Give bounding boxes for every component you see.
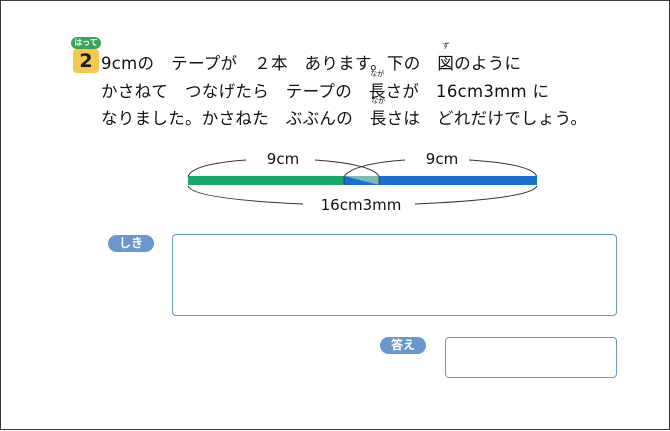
problem-number: 2: [73, 49, 99, 73]
kanji: 長: [368, 82, 386, 101]
furigana: なが: [370, 70, 385, 78]
question-text: 9cmの テープが ２本 あります。下の: [101, 54, 438, 73]
question-line-1: 9cmの テープが ２本 あります。下の ず図のように: [101, 42, 522, 74]
question-text: さは どれだけでしょう。: [386, 109, 588, 128]
question-text: かさねて つなげたら テープの: [101, 82, 369, 101]
question-line-3: なりました。かさねた ぶぶんの なが長さは どれだけでしょう。: [101, 97, 588, 129]
tape2-length-label: 9cm: [426, 150, 458, 168]
ruby-kanji: ず図: [437, 42, 455, 74]
tape1-length-label: 9cm: [267, 150, 299, 168]
kanji: 図: [437, 54, 455, 73]
brace-tape1-left: [187, 159, 247, 178]
brace-tape2-right: [468, 159, 538, 178]
overlap-highlight: [344, 176, 379, 185]
brace-total-right: [414, 185, 538, 205]
question-text: なりました。かさねた ぶぶんの: [101, 109, 370, 128]
kotae-answer-box[interactable]: [445, 337, 617, 378]
brace-total-left: [187, 185, 304, 205]
shiki-label: しき: [108, 235, 154, 252]
question-text: のように: [454, 54, 522, 73]
shiki-answer-box[interactable]: [172, 234, 617, 316]
tape-2-blue: [344, 176, 537, 185]
kanji: 長: [369, 109, 387, 128]
total-length-label: 16cm3mm: [321, 196, 402, 214]
brace-tape2-left: [343, 159, 406, 178]
ruby-kanji: なが長: [369, 97, 387, 129]
furigana: ず: [442, 42, 450, 50]
question-line-2: かさねて つなげたら テープの なが長さが 16cm3mm に: [101, 70, 550, 102]
kotae-label: 答え: [380, 337, 426, 354]
brace-tape1-right: [314, 159, 380, 177]
question-text: さが 16cm3mm に: [385, 82, 550, 101]
furigana: なが: [371, 97, 386, 105]
tape-1-green: [188, 176, 379, 185]
ruby-kanji: なが長: [368, 70, 386, 102]
